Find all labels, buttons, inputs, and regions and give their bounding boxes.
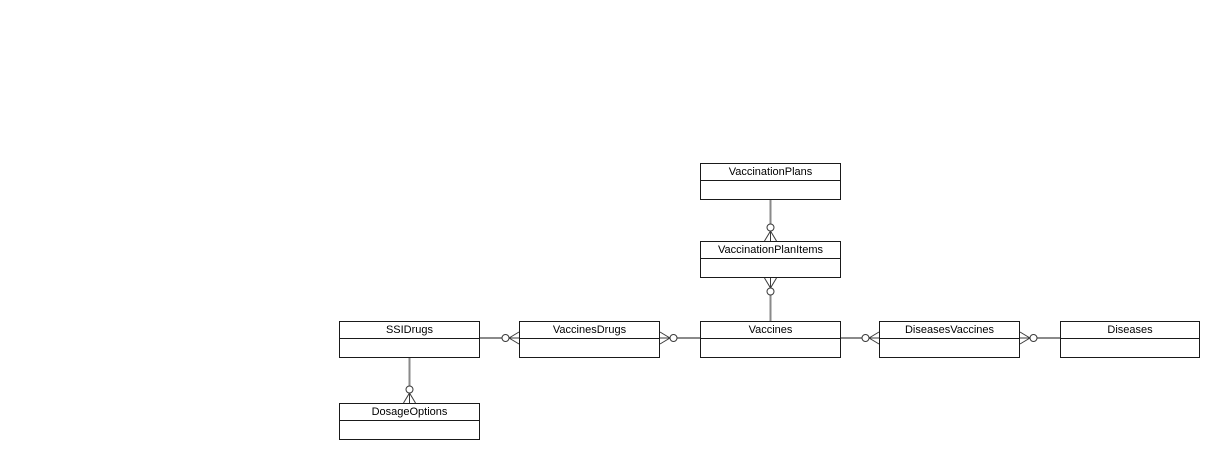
entity-title: VaccinesDrugs <box>520 322 659 339</box>
crowfoot-prong <box>1019 331 1031 339</box>
zero-optional-symbol <box>1029 334 1038 342</box>
crowfoot-many-symbol <box>764 230 777 242</box>
entity-title: SSIDrugs <box>340 322 479 339</box>
entity-body <box>340 421 479 439</box>
crowfoot-prong <box>764 230 771 242</box>
crowfoot-many-symbol <box>868 331 880 345</box>
entity-box-DiseasesVaccines[interactable]: DiseasesVaccines <box>879 321 1020 358</box>
entity-body <box>340 339 479 357</box>
crowfoot-prong <box>868 337 880 345</box>
crowfoot-many-symbol <box>764 277 777 289</box>
crowfoot-many-symbol <box>659 331 671 345</box>
entity-body <box>701 259 840 277</box>
crowfoot-prong <box>770 230 777 242</box>
crowfoot-prong <box>409 392 416 404</box>
entity-body <box>520 339 659 357</box>
crowfoot-prong <box>508 331 520 339</box>
entity-title: Vaccines <box>701 322 840 339</box>
crowfoot-many-symbol <box>403 392 416 404</box>
crowfoot-prong <box>659 331 671 339</box>
relationship-Vaccines-DiseasesVaccines[interactable] <box>841 331 880 345</box>
relationship-Vaccines-VaccinationPlanItems[interactable] <box>764 277 777 321</box>
entity-title: VaccinationPlanItems <box>701 242 840 259</box>
relationship-VaccinationPlans-VaccinationPlanItems[interactable] <box>764 200 777 242</box>
relationship-Vaccines-VaccinesDrugs[interactable] <box>659 331 700 345</box>
entity-body <box>701 339 840 357</box>
crowfoot-prong <box>1019 337 1031 345</box>
entity-body <box>1061 339 1199 357</box>
crowfoot-prong <box>770 277 777 289</box>
entity-body <box>880 339 1019 357</box>
crowfoot-prong <box>508 337 520 345</box>
crowfoot-prong <box>659 337 671 345</box>
relationship-SSIDrugs-VaccinesDrugs[interactable] <box>480 331 520 345</box>
entity-box-DosageOptions[interactable]: DosageOptions <box>339 403 480 440</box>
entity-title: DosageOptions <box>340 404 479 421</box>
zero-optional-symbol <box>861 334 870 342</box>
zero-optional-symbol <box>669 334 678 342</box>
zero-optional-symbol <box>501 334 510 342</box>
relationship-Diseases-DiseasesVaccines[interactable] <box>1019 331 1060 345</box>
entity-box-SSIDrugs[interactable]: SSIDrugs <box>339 321 480 358</box>
entity-box-VaccinationPlans[interactable]: VaccinationPlans <box>700 163 841 200</box>
zero-optional-symbol <box>405 385 414 394</box>
relationship-SSIDrugs-DosageOptions[interactable] <box>403 358 416 404</box>
entity-box-Vaccines[interactable]: Vaccines <box>700 321 841 358</box>
entity-box-VaccinationPlanItems[interactable]: VaccinationPlanItems <box>700 241 841 278</box>
zero-optional-symbol <box>766 287 775 296</box>
crowfoot-many-symbol <box>508 331 520 345</box>
zero-optional-symbol <box>766 223 775 232</box>
entity-title: DiseasesVaccines <box>880 322 1019 339</box>
crowfoot-prong <box>403 392 410 404</box>
crowfoot-prong <box>868 331 880 339</box>
entity-title: Diseases <box>1061 322 1199 339</box>
crowfoot-many-symbol <box>1019 331 1031 345</box>
entity-body <box>701 181 840 199</box>
entity-box-VaccinesDrugs[interactable]: VaccinesDrugs <box>519 321 660 358</box>
entity-title: VaccinationPlans <box>701 164 840 181</box>
entity-box-Diseases[interactable]: Diseases <box>1060 321 1200 358</box>
crowfoot-prong <box>764 277 771 289</box>
